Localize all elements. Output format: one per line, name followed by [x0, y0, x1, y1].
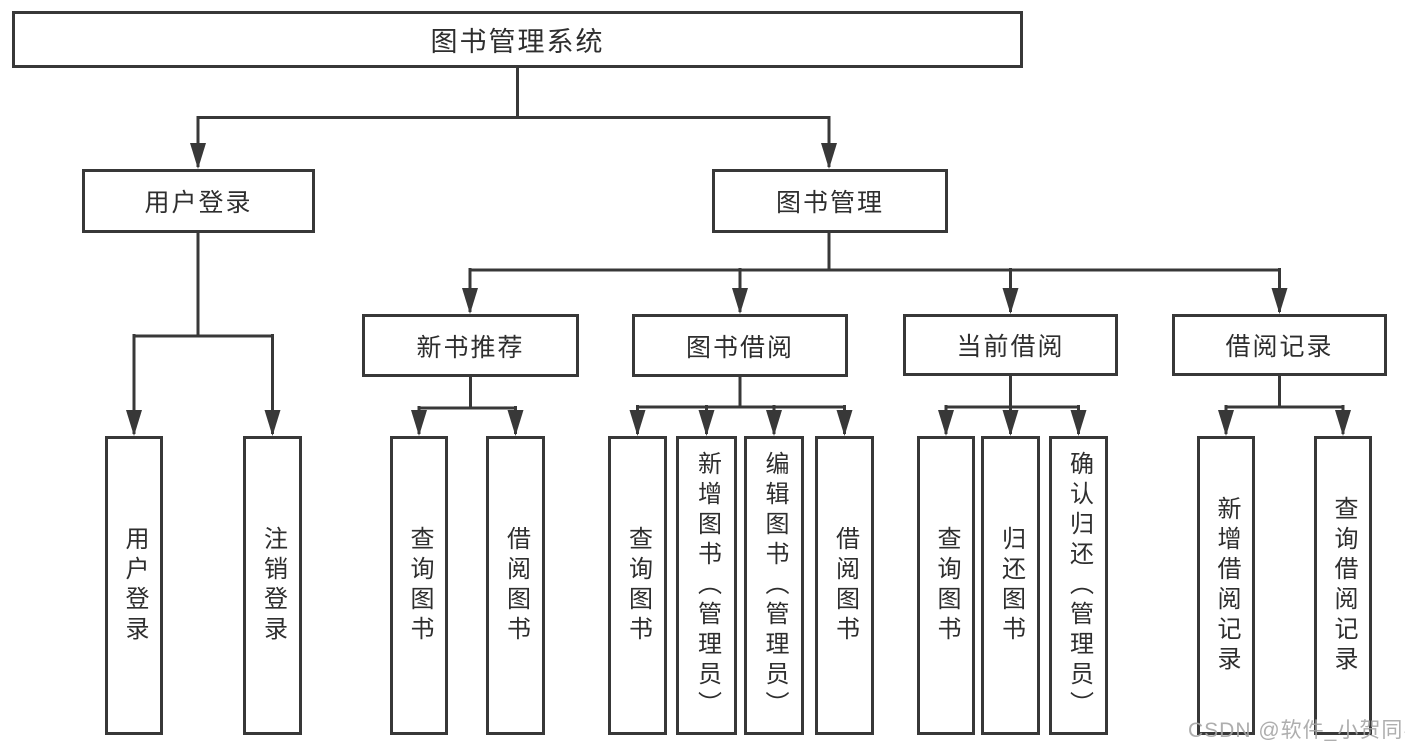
leaf-recommend-borrow-book: 借阅图书	[486, 436, 545, 735]
leaf-records-query-record: 查询借阅记录	[1314, 436, 1372, 735]
node-book-borrow: 图书借阅	[632, 314, 848, 377]
leaf-logout: 注销登录	[243, 436, 302, 735]
leaf-current-query-book: 查询图书	[917, 436, 975, 735]
leaf-borrow-borrow-book: 借阅图书	[815, 436, 874, 735]
leaf-borrow-edit-book-admin: 编辑图书（管理员）	[744, 436, 804, 735]
leaf-user-login: 用户登录	[105, 436, 163, 735]
leaf-current-return-book: 归还图书	[981, 436, 1040, 735]
leaf-borrow-query-book: 查询图书	[608, 436, 667, 735]
leaf-current-confirm-return-admin: 确认归还（管理员）	[1049, 436, 1108, 735]
node-user-login: 用户登录	[82, 169, 315, 233]
csdn-watermark: CSDN @软件_小贺同学	[1188, 719, 1405, 742]
node-borrow-records: 借阅记录	[1172, 314, 1387, 376]
node-book-management: 图书管理	[712, 169, 948, 233]
node-current-borrow: 当前借阅	[903, 314, 1118, 376]
node-root: 图书管理系统	[12, 11, 1023, 68]
node-new-book-recommend: 新书推荐	[362, 314, 579, 377]
leaf-recommend-query-book: 查询图书	[390, 436, 448, 735]
leaf-records-add-record: 新增借阅记录	[1197, 436, 1255, 735]
leaf-borrow-add-book-admin: 新增图书（管理员）	[676, 436, 737, 735]
